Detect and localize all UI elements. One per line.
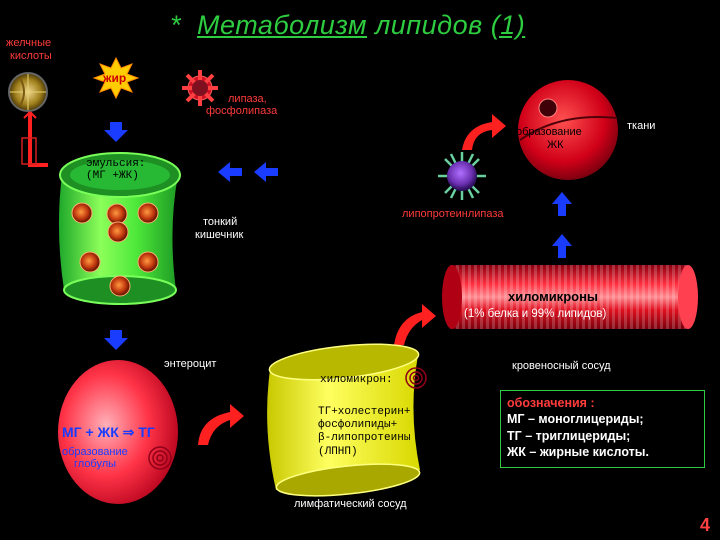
label-lipoprotein-lipase: липопротеинлипаза (402, 208, 504, 220)
reaction-reactants: МГ + ЖК (62, 424, 119, 440)
label-emulsion-2: (МГ +ЖК) (86, 170, 139, 182)
label-chylomicron-comp-4: (ЛПНП) (318, 446, 358, 458)
label-fa-formation-1: образование (516, 126, 582, 138)
title-number: (1) (490, 10, 526, 40)
legend-line-3: ЖК – жирные кислоты. (507, 444, 649, 459)
globule-spiral-icon (148, 446, 172, 470)
red-curved-arrow-2 (394, 304, 436, 345)
lipase-enzyme-icon (182, 70, 218, 106)
label-bile-acids-2: кислоты (10, 50, 52, 62)
label-fa-formation-2: ЖК (547, 139, 564, 151)
arrow-left-2 (254, 162, 278, 182)
bile-acid-sphere (8, 72, 48, 112)
lymphatic-vessel-tube (267, 343, 421, 497)
label-intestine-2: кишечник (195, 229, 244, 241)
title-underlined: Метаболизм (197, 10, 368, 40)
label-emulsion-1: эмульсия: (86, 158, 146, 170)
legend-line-1: МГ – моноглицериды; (507, 412, 644, 427)
fat-starburst (92, 56, 140, 100)
lipoprotein-lipase-icon (438, 152, 486, 200)
label-chylomicron-comp-3: β-липопротеины (318, 432, 411, 444)
label-chylomicron-comp-2: фосфолипиды+ (318, 419, 398, 431)
reaction-product: ТГ (138, 424, 155, 440)
legend-box: обозначения : МГ – моноглицериды; ТГ – т… (500, 390, 705, 468)
label-chylomicron: хиломикрон: (320, 374, 393, 386)
page-number: 4 (700, 515, 711, 535)
chylomicron-spiral-icon (405, 367, 427, 389)
enterocyte-cell (58, 360, 178, 504)
label-chylomicrons-composition: (1% белка и 99% липидов) (464, 308, 607, 320)
label-intestine-1: тонкий (203, 216, 238, 228)
legend-line-2: ТГ – триглицериды; (507, 428, 631, 443)
bile-duct (28, 112, 48, 167)
arrow-up-1 (552, 192, 572, 216)
label-tissues: ткани (627, 120, 656, 132)
arrow-up-2 (552, 234, 572, 258)
label-globule-formation-2: глобулы (74, 458, 117, 470)
label-enterocyte: энтероцит (164, 358, 217, 370)
red-curved-arrow-1 (462, 114, 506, 150)
label-globule-formation-1: образование (62, 446, 128, 458)
fat-droplets (71, 202, 159, 297)
arrow-down-2 (104, 330, 128, 350)
label-lipase-2: фосфолипаза (206, 105, 278, 117)
bile-duct-segment (21, 137, 37, 165)
label-bile-acids-1: желчные (6, 37, 52, 49)
title-middle: липидов (367, 10, 491, 40)
red-curved-arrow-3 (198, 404, 244, 445)
page-title: * Метаболизм липидов (1) (170, 10, 525, 41)
label-reaction: МГ + ЖК ⇒ ТГ (62, 424, 155, 440)
label-chylomicron-comp-1: ТГ+холестерин+ (318, 406, 411, 418)
label-lymph-vessel: лимфатический сосуд (294, 498, 407, 510)
label-blood-vessel: кровеносный сосуд (512, 360, 611, 372)
label-lipase-1: липаза, (228, 93, 267, 105)
arrow-left-1 (218, 162, 242, 182)
label-fat: жир (103, 71, 127, 85)
title-star: * (170, 10, 182, 40)
reaction-arrow-icon: ⇒ (122, 424, 135, 440)
tissue-cell (518, 80, 618, 180)
blood-vessel-tube (442, 265, 698, 329)
arrow-down-1 (104, 122, 128, 142)
label-chylomicrons: хиломикроны (508, 289, 599, 304)
legend-title: обозначения : (507, 396, 595, 410)
